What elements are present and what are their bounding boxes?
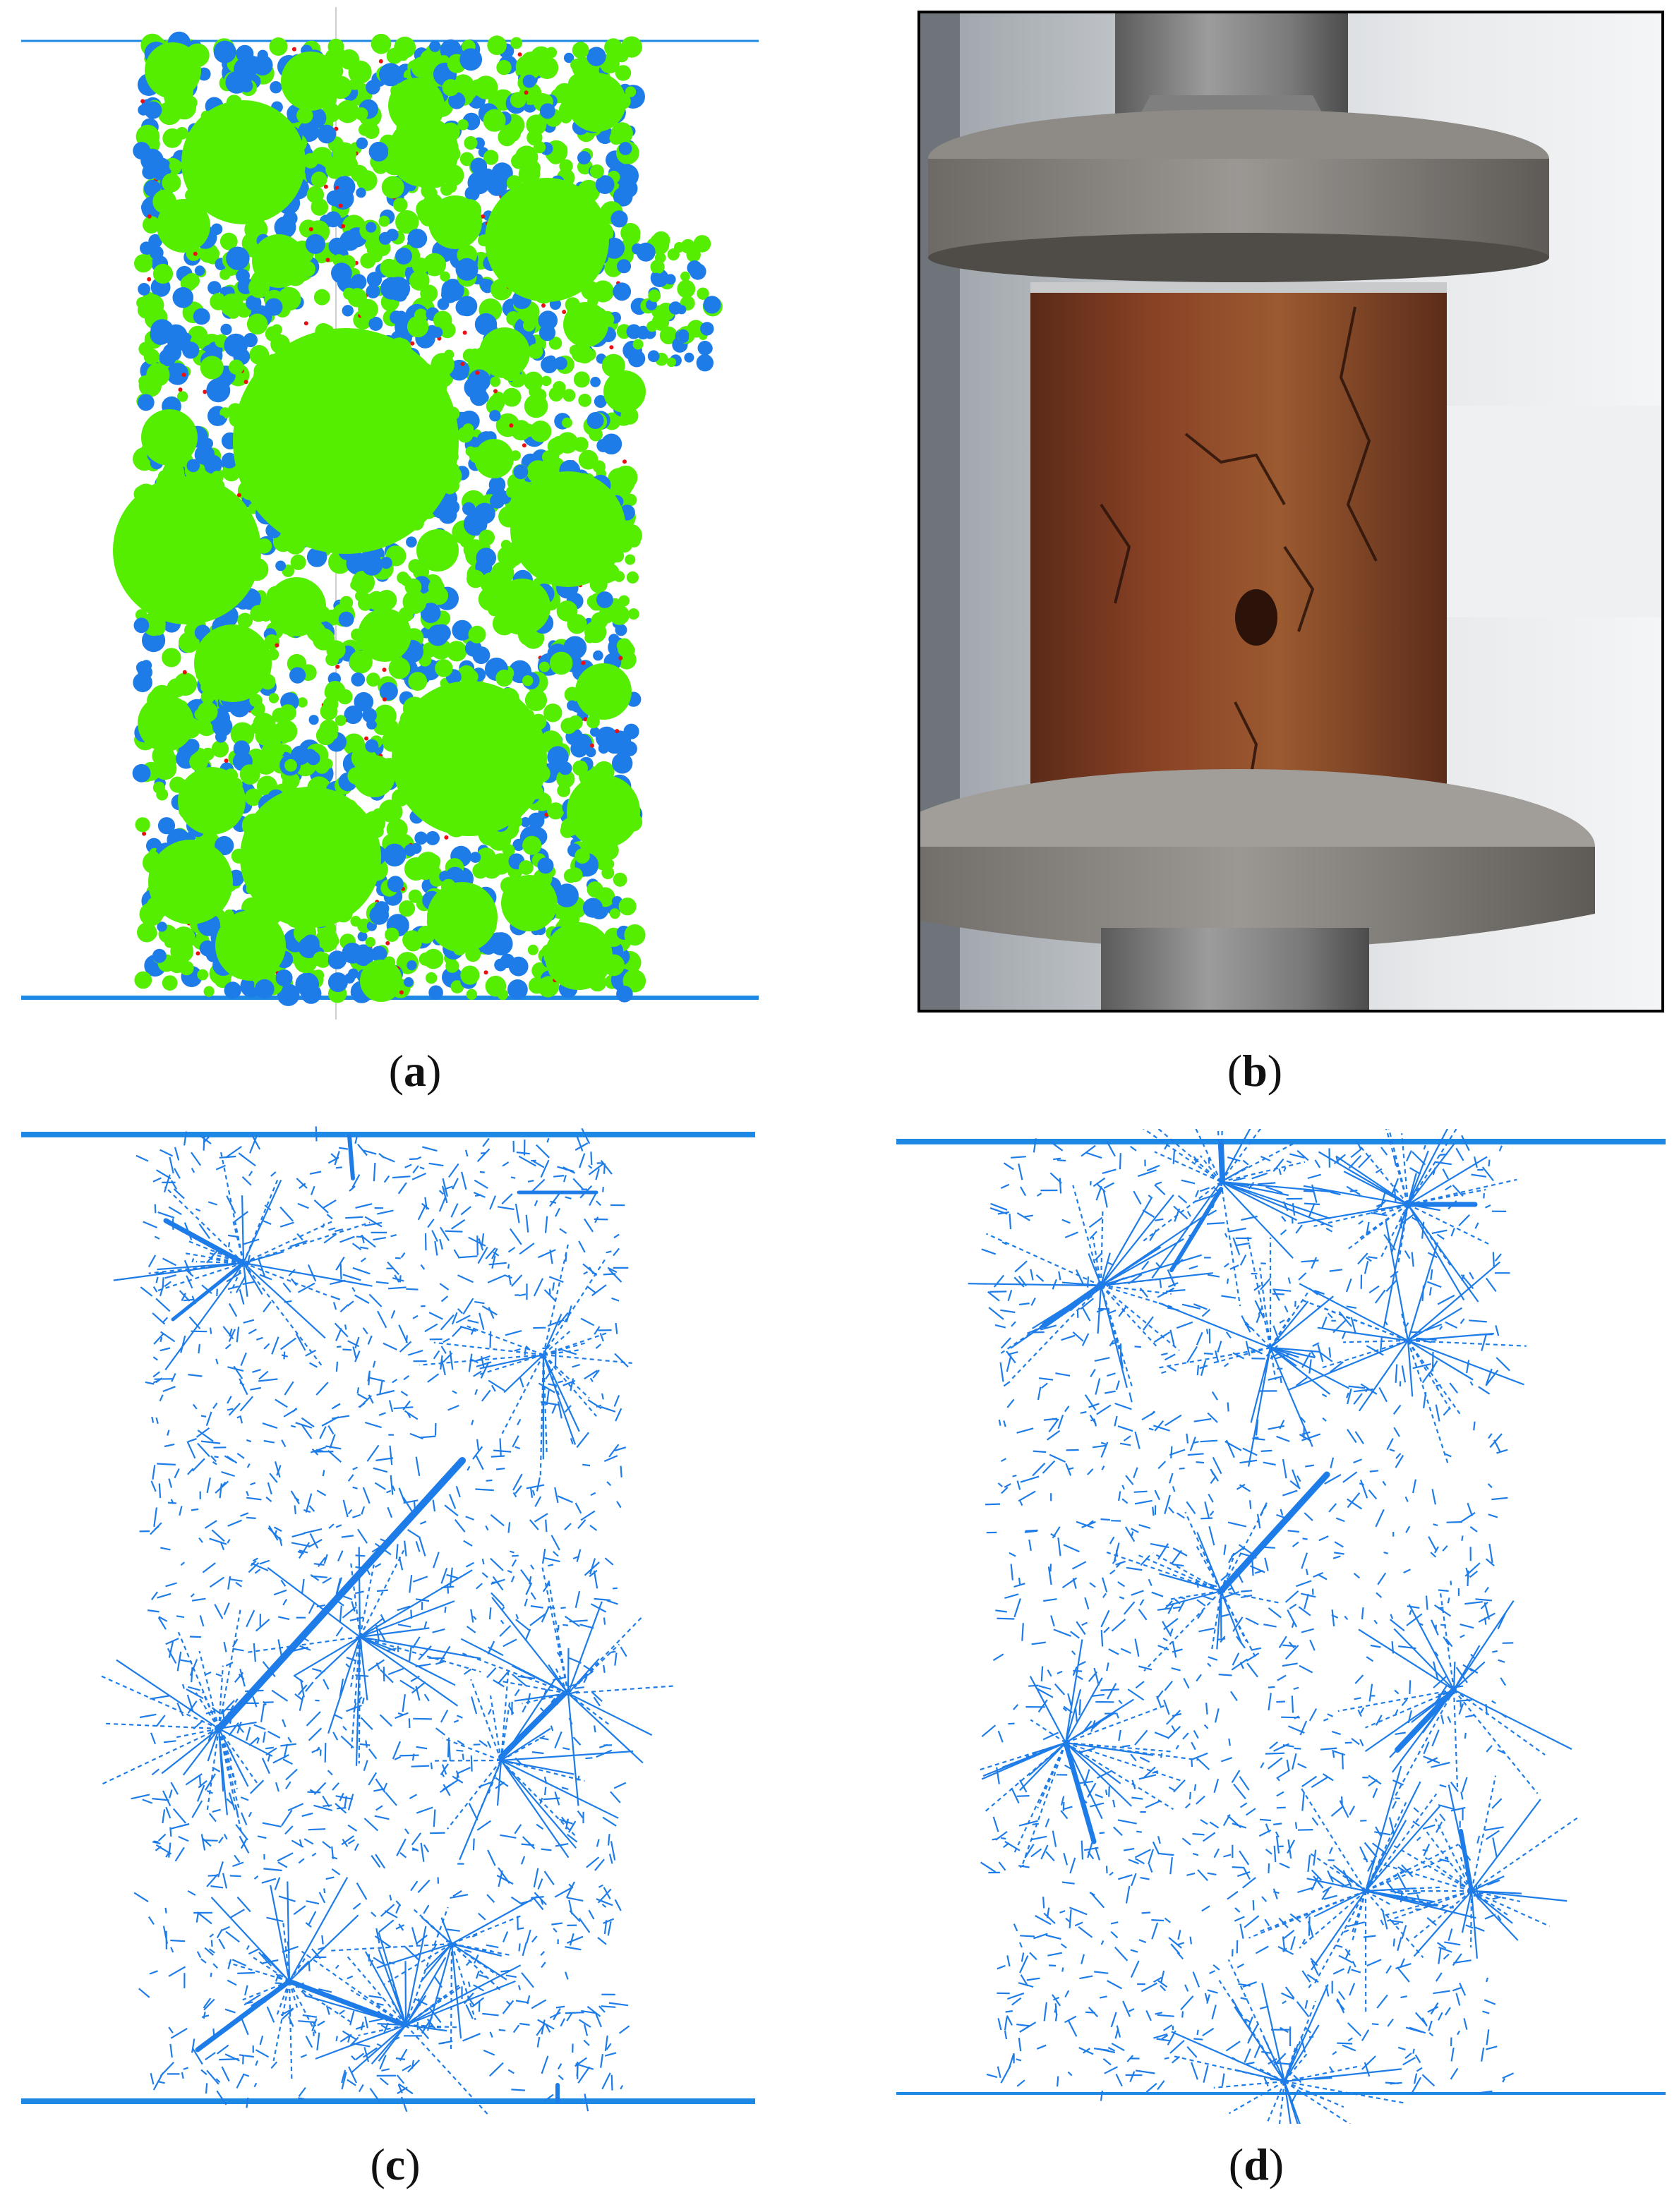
main-cracks — [1042, 1142, 1478, 1893]
lower-rod — [1101, 928, 1369, 1013]
panel-a-particle-model — [0, 0, 776, 1030]
crack-network-svg-d — [896, 1129, 1666, 2124]
particle-model-svg — [21, 7, 759, 1020]
caption-d: (d) — [1228, 2139, 1284, 2189]
crack-network-svg-c — [21, 1126, 755, 2115]
microcrack-segments — [968, 1129, 1579, 2124]
caption-c: (c) — [370, 2139, 421, 2189]
specimen-photo — [917, 11, 1664, 1013]
caption-a: (a) — [388, 1046, 442, 1096]
photo-frame — [917, 11, 1664, 1013]
upper-platen-edge — [928, 233, 1549, 282]
panel-b-photograph — [917, 11, 1664, 1013]
soil-specimen — [1030, 293, 1447, 829]
specimen-cracks — [1100, 306, 1378, 787]
main-cracks — [163, 1134, 598, 2103]
lower-platen — [917, 847, 1595, 949]
panel-c-crack-network — [0, 1115, 776, 2124]
aggregate-particles — [113, 42, 723, 1002]
microcrack-segments — [99, 1126, 675, 2115]
caption-b: (b) — [1227, 1046, 1283, 1096]
panel-d-crack-network — [889, 1129, 1673, 2124]
specimen-pit — [1235, 589, 1277, 646]
